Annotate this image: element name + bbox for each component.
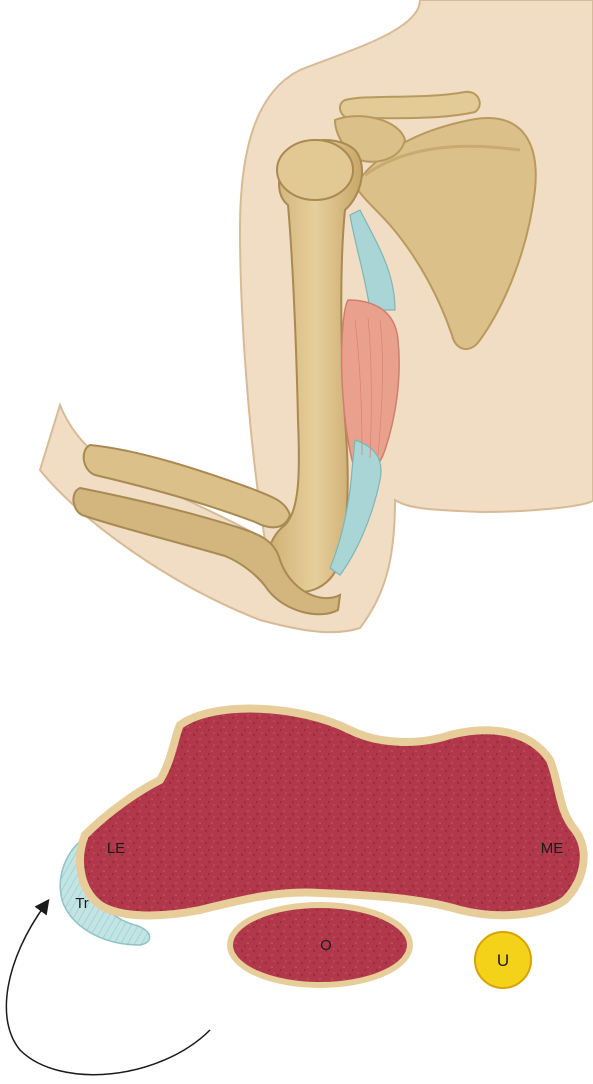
label-lateral-epicondyle: LE bbox=[107, 840, 125, 857]
humeral-head bbox=[277, 140, 353, 200]
label-medial-epicondyle: ME bbox=[541, 840, 564, 857]
label-olecranon: O bbox=[320, 937, 332, 954]
distal-humerus-section bbox=[80, 709, 584, 916]
label-ulnar-nerve: U bbox=[497, 951, 509, 970]
arm-illustration bbox=[40, 0, 593, 632]
elbow-cross-section: LE ME Tr O U bbox=[6, 709, 583, 1075]
label-triceps: Tr bbox=[75, 895, 89, 912]
